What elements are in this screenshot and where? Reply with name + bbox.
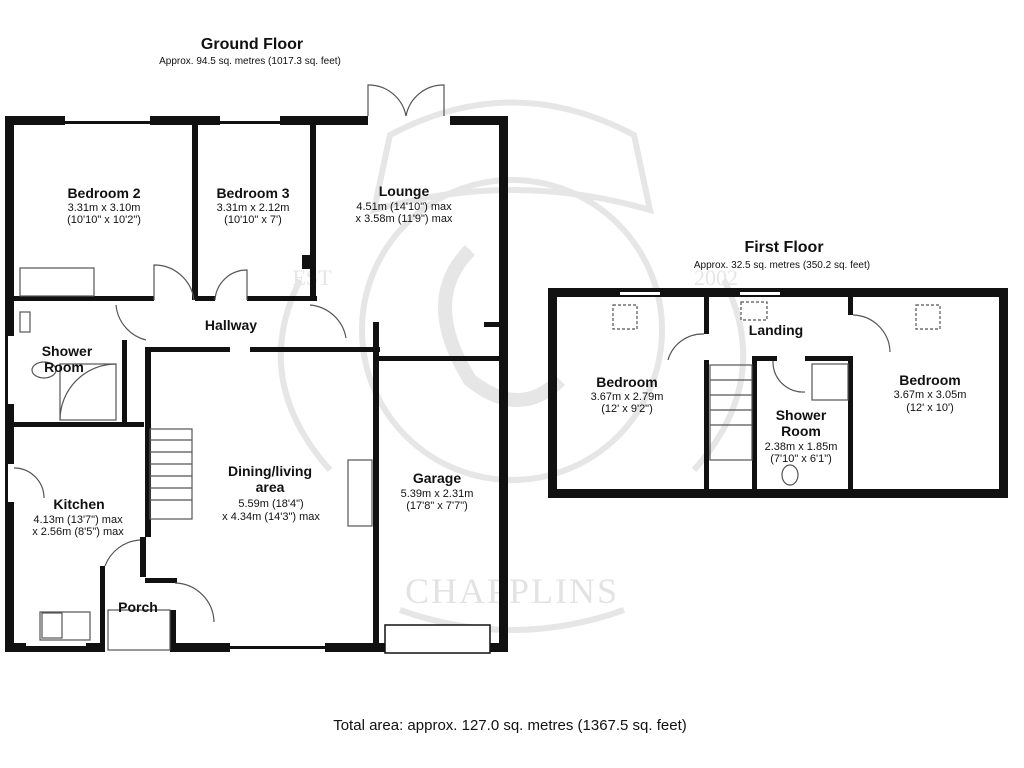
room-bedroom-right-name: Bedroom [899, 372, 960, 388]
room-kitchen-dim1: 4.13m (13'7") max [33, 514, 123, 526]
room-bedroom-left-name: Bedroom [596, 374, 657, 390]
room-garage-dim1: 5.39m x 2.31m [401, 488, 474, 500]
ground-floor-area: Approx. 94.5 sq. metres (1017.3 sq. feet… [159, 56, 341, 67]
room-shower-name2: Room [44, 359, 84, 375]
first-floor-fixtures [612, 301, 941, 486]
room-lounge-name: Lounge [379, 183, 430, 199]
watermark-year: 2002 [694, 265, 738, 290]
watermark-text: CHAPPLINS [405, 571, 619, 611]
room-bedroom3-name: Bedroom 3 [216, 185, 289, 201]
room-kitchen-dim2: x 2.56m (8'5") max [32, 526, 124, 538]
room-garage-dim2: (17'8" x 7'7") [406, 500, 468, 512]
ground-floor-fixtures [13, 84, 445, 651]
room-shower-name: Shower [42, 343, 93, 359]
room-bedroom3-dim1: 3.31m x 2.12m [217, 202, 290, 214]
room-shower-ff-name: Shower [776, 407, 827, 423]
room-shower-ff-dim2: (7'10" x 6'1") [770, 453, 832, 465]
room-shower-ff-dim1: 2.38m x 1.85m [765, 441, 838, 453]
room-dining-dim2: x 4.34m (14'3") max [222, 511, 320, 523]
room-bedroom-right-dim1: 3.67m x 3.05m [894, 389, 967, 401]
watermark-logo [277, 99, 747, 633]
room-hallway-name: Hallway [205, 317, 257, 333]
room-lounge-dim2: x 3.58m (11'9") max [356, 213, 453, 225]
room-bedroom2-dim1: 3.31m x 3.10m [68, 202, 141, 214]
room-kitchen-name: Kitchen [53, 496, 104, 512]
first-floor-walls [548, 288, 1008, 498]
first-floor-area: Approx. 32.5 sq. metres (350.2 sq. feet) [694, 260, 870, 271]
room-bedroom-left-dim2: (12' x 9'2") [601, 403, 653, 415]
room-bedroom3-dim2: (10'10" x 7') [224, 214, 282, 226]
room-bedroom-left-dim1: 3.67m x 2.79m [591, 391, 664, 403]
room-lounge-dim1: 4.51m (14'10") max [356, 201, 452, 213]
total-area: Total area: approx. 127.0 sq. metres (13… [333, 717, 687, 734]
room-bedroom-right-dim2: (12' x 10') [906, 402, 954, 414]
room-garage-name: Garage [413, 470, 461, 486]
first-floor-title: First Floor [744, 239, 823, 256]
room-bedroom2-name: Bedroom 2 [67, 185, 140, 201]
room-shower-ff-name2: Room [781, 423, 821, 439]
room-dining-name2: area [256, 479, 285, 495]
room-dining-dim1: 5.59m (18'4") [238, 498, 303, 510]
room-landing-name: Landing [749, 322, 803, 338]
room-dining-name: Dining/living [228, 463, 312, 479]
room-bedroom2-dim2: (10'10" x 10'2") [67, 214, 141, 226]
ground-floor-walls [5, 116, 508, 654]
room-porch-name: Porch [118, 599, 158, 615]
ground-floor-title: Ground Floor [201, 36, 303, 53]
